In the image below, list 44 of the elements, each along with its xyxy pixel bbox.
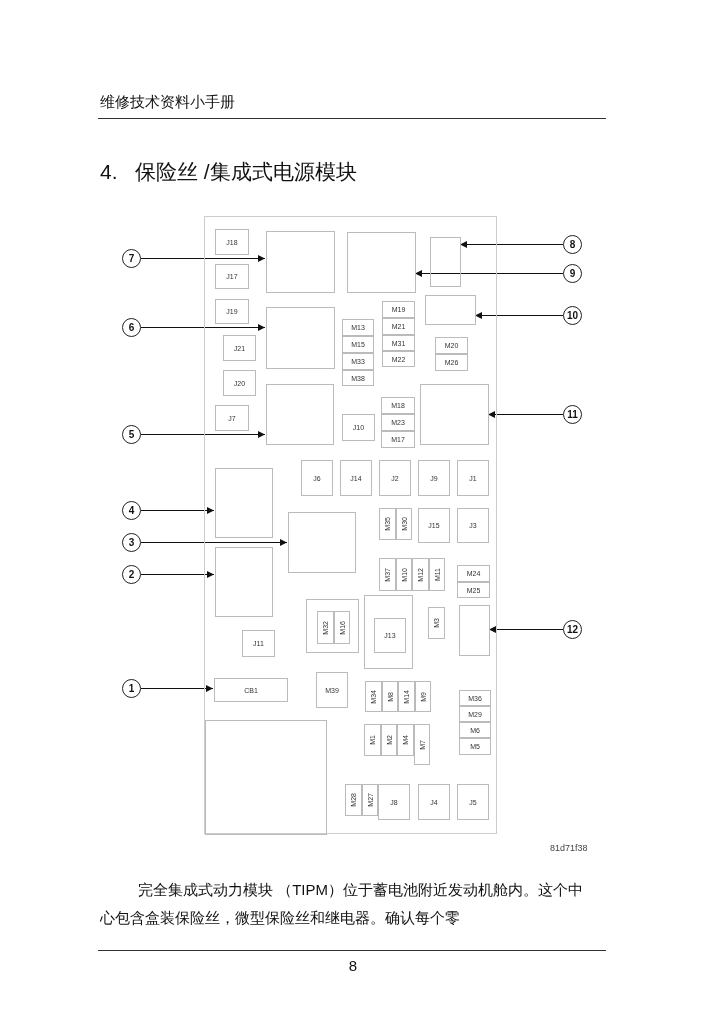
leader-line [140, 507, 215, 514]
leader-line [140, 431, 266, 438]
section-title: 4. 保险丝 /集成式电源模块 [100, 159, 357, 185]
callout-number: 7 [122, 249, 141, 268]
leader-line [140, 324, 266, 331]
callout-number: 4 [122, 501, 141, 520]
callout-number: 10 [563, 306, 582, 325]
leader-line [414, 270, 564, 277]
page-number: 8 [347, 957, 359, 974]
component-slot [420, 384, 489, 445]
component-slot [288, 512, 356, 573]
callout-number: 9 [563, 264, 582, 283]
callout-number: 1 [122, 679, 141, 698]
leader-line [140, 255, 266, 262]
leader-line [488, 626, 564, 633]
component-slot [425, 295, 476, 325]
callout-number: 5 [122, 425, 141, 444]
component-slot [347, 232, 416, 293]
callout-number: 11 [563, 405, 582, 424]
leader-line [140, 539, 288, 546]
caption-paragraph: 完全集成式动力模块 （TIPM）位于蓄电池附近发动机舱内。这个中心包含盒装保险丝，微型保险丝和继电器。确认每个零 [100, 880, 584, 928]
fuse-panel [204, 216, 497, 834]
component-slot [459, 605, 490, 656]
callout-number: 3 [122, 533, 141, 552]
leader-line [140, 571, 215, 578]
callout-number: 8 [563, 235, 582, 254]
component-slot [215, 547, 273, 617]
fuse-holder [306, 599, 359, 653]
callout-number: 6 [122, 318, 141, 337]
component-slot [215, 468, 273, 538]
leader-line [487, 411, 564, 418]
page-header: 维修技术资料小手册 [100, 93, 235, 112]
callout-number: 2 [122, 565, 141, 584]
component-slot [266, 307, 335, 369]
leader-line [459, 241, 564, 248]
callout-number: 12 [563, 620, 582, 639]
fuse-holder [364, 595, 413, 669]
component-slot [266, 384, 334, 445]
component-slot [430, 237, 461, 287]
component-slot [205, 720, 327, 835]
leader-line [140, 685, 214, 692]
figure-code: 81d71f38 [550, 843, 588, 853]
component-slot [266, 231, 335, 293]
leader-line [474, 312, 564, 319]
